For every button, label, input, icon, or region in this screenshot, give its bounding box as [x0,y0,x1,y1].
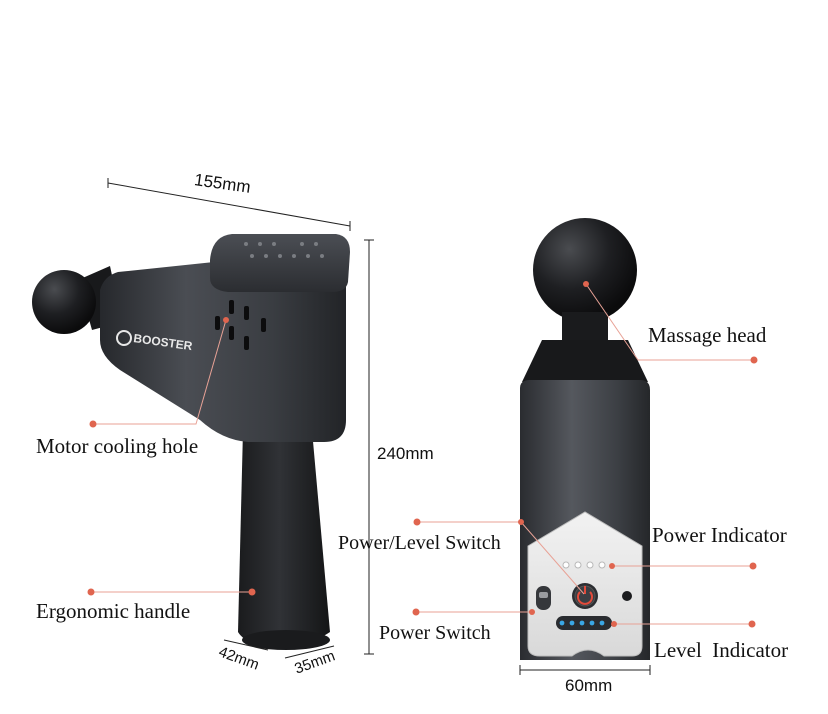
power-level-button[interactable] [572,583,598,609]
massage-head-label: Massage head [648,323,767,347]
side-top-head [210,234,350,292]
handle-base [242,630,330,650]
power-level-switch-label: Power/Level Switch [338,532,501,554]
power-indicator-label: Power Indicator [652,523,787,547]
callout-motor-cooling [93,319,227,425]
dim-35-line [284,645,335,659]
front-view-device [520,218,650,660]
dim-42-line [223,639,269,651]
dim-height-label: 240mm [377,444,434,463]
level-indicator-leds [559,620,605,626]
power-indicator-leds [562,561,606,569]
power-switch-knob [539,592,548,598]
level-indicator-label: Level Indicator [654,638,789,662]
motor-cooling-hole-label: Motor cooling hole [36,434,199,458]
power-switch-label: Power Switch [379,622,491,644]
side-handle [238,430,330,648]
front-shoulder [522,340,648,382]
dim-width-label: 60mm [565,676,613,695]
charge-port [622,591,632,601]
ergonomic-handle-label: Ergonomic handle [36,599,191,623]
side-massage-ball [32,270,96,334]
side-body [100,262,346,442]
front-neck [562,312,608,342]
callout-massage-head [585,283,754,361]
motor-cooling-holes [215,300,266,350]
dim-155-line [107,182,351,227]
dimension-lines [107,178,651,675]
callout-lines [91,283,754,625]
callout-dots [87,281,758,628]
top-panel-dots [244,242,324,258]
front-massage-ball [533,218,637,322]
side-view-device: BOOSTER [32,234,350,650]
